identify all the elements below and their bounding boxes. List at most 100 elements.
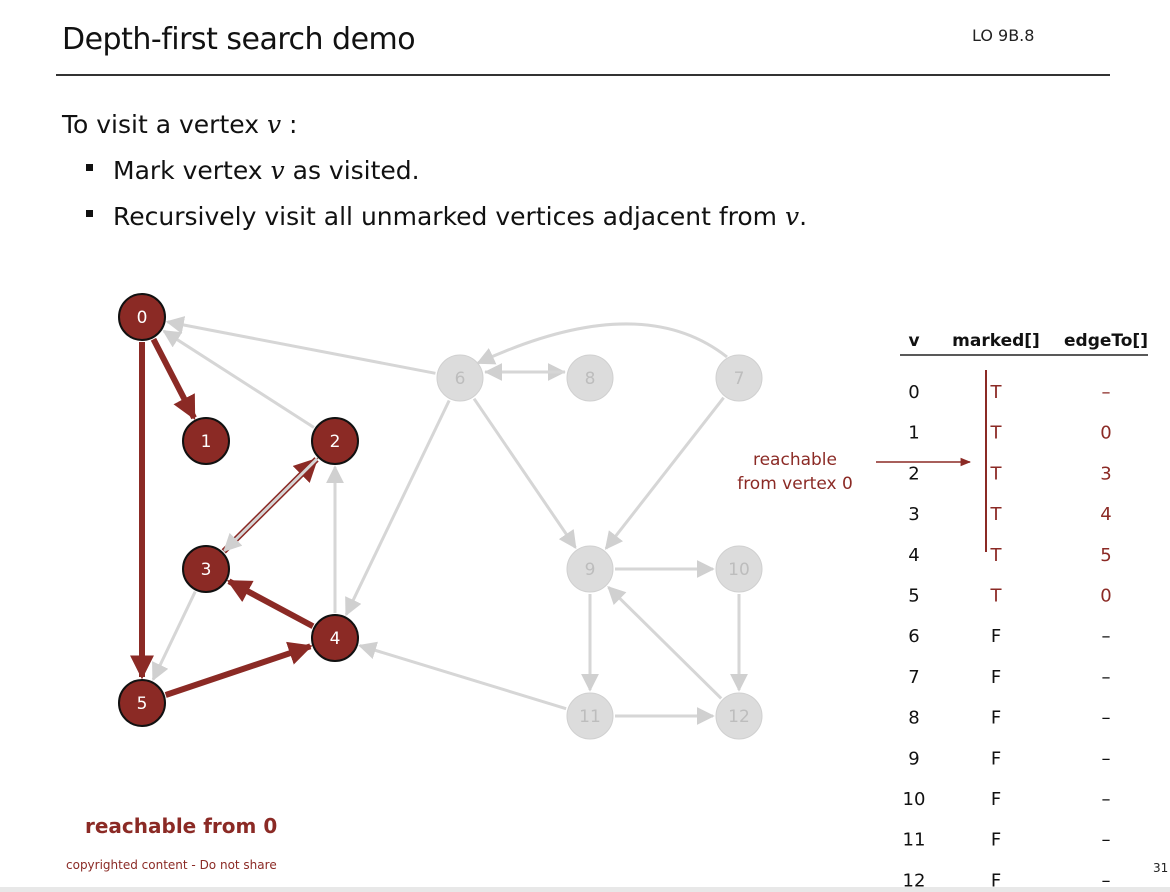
- vertex-label-1: 1: [201, 432, 212, 452]
- table-cell-v-1: 1: [908, 423, 919, 444]
- table-cell-v-12: 12: [903, 870, 926, 891]
- vertex-7: 7: [715, 354, 763, 402]
- vertex-0: 0: [118, 293, 166, 341]
- bullet-text-end: as visited.: [284, 156, 420, 185]
- bullet-mark: Mark vertex v as visited.: [86, 156, 420, 185]
- table-cell-v-6: 6: [908, 626, 919, 647]
- edge-7-6: [476, 322, 728, 365]
- reachable-annotation: reachable from vertex 0: [720, 448, 870, 496]
- bullet-var: v: [270, 156, 285, 185]
- table-cell-edgeto-5: 0: [1100, 586, 1111, 607]
- table-cell-edgeto-0: –: [1102, 382, 1111, 403]
- bullet-var: v: [784, 202, 800, 231]
- vertex-circle-2: [311, 417, 359, 465]
- table-cell-marked-4: T: [990, 545, 1003, 566]
- vertex-11: 11: [566, 692, 614, 740]
- copyright-notice: copyrighted content - Do not share: [66, 858, 277, 872]
- vertex-12: 12: [715, 692, 763, 740]
- vertex-5: 5: [118, 679, 166, 727]
- edge-2-3: [223, 457, 319, 552]
- table-cell-marked-1: T: [990, 423, 1003, 444]
- bullet-text: Recursively visit all unmarked vertices …: [113, 202, 785, 231]
- vertex-circle-9: [566, 545, 614, 593]
- table-cell-edgeto-2: 3: [1100, 463, 1111, 484]
- edge-6-9: [472, 397, 577, 549]
- table-cell-edgeto-3: 4: [1100, 504, 1111, 525]
- intro-prefix: To visit a vertex: [62, 110, 267, 139]
- vertex-label-12: 12: [728, 707, 750, 727]
- intro-var: v: [266, 110, 282, 139]
- bullet-text-end: .: [799, 202, 808, 231]
- lecture-code: LO 9B.8: [972, 26, 1035, 45]
- edge-11-4: [358, 641, 567, 711]
- table-cell-v-8: 8: [908, 708, 919, 729]
- bullet-square-icon: [86, 164, 93, 171]
- table-cell-edgeto-8: –: [1102, 708, 1111, 729]
- table-cell-marked-11: F: [991, 830, 1001, 851]
- edge-2-0: [162, 329, 315, 429]
- edge-6-4: [344, 399, 451, 617]
- intro-suffix: :: [281, 110, 298, 139]
- table-cell-edgeto-4: 5: [1100, 545, 1111, 566]
- vertex-label-6: 6: [455, 369, 466, 389]
- vertex-10: 10: [715, 545, 763, 593]
- vertex-circle-1: [182, 417, 230, 465]
- vertex-label-9: 9: [585, 560, 596, 580]
- table-cell-edgeto-11: –: [1102, 830, 1111, 851]
- vertex-circle-8: [566, 354, 614, 402]
- bullet-square-icon: [86, 210, 93, 217]
- vertex-label-2: 2: [330, 432, 341, 452]
- table-header-marked: marked[]: [952, 331, 1040, 351]
- table-cell-marked-0: T: [990, 382, 1003, 403]
- vertex-label-5: 5: [137, 694, 148, 714]
- table-cell-marked-8: F: [991, 708, 1001, 729]
- vertex-circle-11: [566, 692, 614, 740]
- vertex-circle-3: [182, 545, 230, 593]
- table-cell-marked-2: T: [990, 463, 1003, 484]
- vertex-label-7: 7: [734, 369, 745, 389]
- table-cell-v-4: 4: [908, 545, 919, 566]
- table-cell-v-11: 11: [903, 830, 926, 851]
- vertex-label-0: 0: [137, 308, 148, 328]
- reachable-caption: reachable from 0: [85, 814, 278, 838]
- edge-4-3: [226, 578, 315, 629]
- bullet-recurse: Recursively visit all unmarked vertices …: [86, 202, 807, 231]
- vertex-2: 2: [311, 417, 359, 465]
- table-header-edgeto: edgeTo[]: [1064, 331, 1148, 351]
- vertex-label-8: 8: [585, 369, 596, 389]
- table-cell-v-7: 7: [908, 667, 919, 688]
- table-cell-v-0: 0: [908, 382, 919, 403]
- vertex-label-11: 11: [579, 707, 601, 727]
- title-divider: [56, 74, 1110, 76]
- annotation-line-1: reachable: [752, 450, 837, 470]
- vertex-circle-6: [436, 354, 484, 402]
- edge-12-9: [607, 585, 723, 700]
- table-cell-edgeto-1: 0: [1100, 423, 1111, 444]
- table-cell-edgeto-9: –: [1102, 748, 1111, 769]
- table-cell-edgeto-10: –: [1102, 789, 1111, 810]
- annotation-line-2: from vertex 0: [737, 474, 853, 494]
- vertex-circle-4: [311, 614, 359, 662]
- table-header-v: v: [908, 331, 919, 351]
- vertex-4: 4: [311, 614, 359, 662]
- table-cell-edgeto-6: –: [1102, 626, 1111, 647]
- table-cell-marked-3: T: [990, 504, 1003, 525]
- table-cell-edgeto-12: –: [1102, 870, 1111, 891]
- vertex-label-4: 4: [330, 629, 341, 649]
- vertex-9: 9: [566, 545, 614, 593]
- table-cell-v-3: 3: [908, 504, 919, 525]
- edge-0-1: [150, 337, 197, 421]
- edge-3-5: [151, 590, 197, 682]
- table-cell-v-2: 2: [908, 463, 919, 484]
- table-cell-marked-10: F: [991, 789, 1001, 810]
- vertex-6: 6: [436, 354, 484, 402]
- bullet-text: Mark vertex: [113, 156, 271, 185]
- table-cell-v-10: 10: [903, 789, 926, 810]
- table-cell-edgeto-7: –: [1102, 667, 1111, 688]
- vertex-circle-5: [118, 679, 166, 727]
- bottom-scrollbar[interactable]: [0, 887, 1170, 892]
- edge-6-0: [165, 316, 436, 375]
- vertex-3: 3: [182, 545, 230, 593]
- table-cell-marked-6: F: [991, 626, 1001, 647]
